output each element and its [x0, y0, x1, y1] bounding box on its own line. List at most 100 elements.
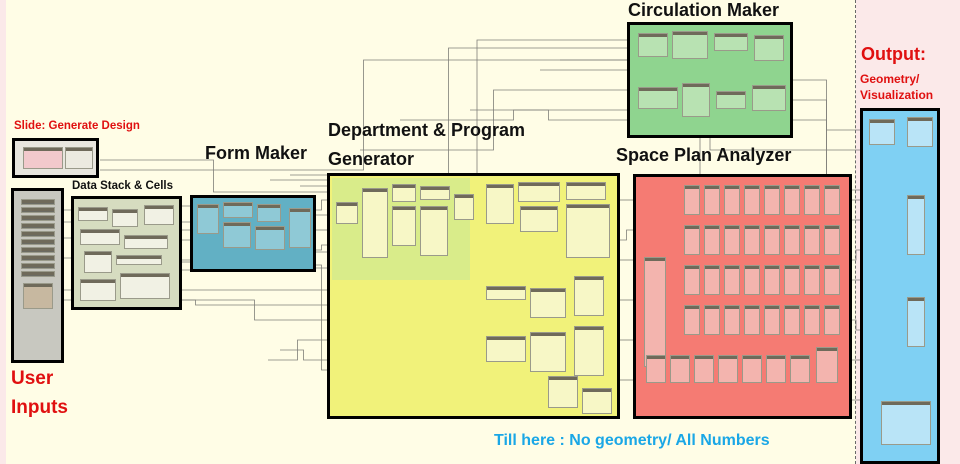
graph-node[interactable]	[638, 33, 668, 57]
graph-node[interactable]	[824, 305, 840, 335]
user-inputs-group[interactable]	[11, 188, 64, 363]
graph-node[interactable]	[784, 265, 800, 295]
data-stack-group[interactable]	[71, 196, 182, 310]
graph-node[interactable]	[520, 206, 558, 232]
graph-node[interactable]	[869, 119, 895, 145]
graph-node[interactable]	[716, 91, 746, 109]
graph-node[interactable]	[816, 347, 838, 383]
graph-node[interactable]	[704, 305, 720, 335]
graph-node[interactable]	[744, 225, 760, 255]
graph-node[interactable]	[724, 185, 740, 215]
graph-node[interactable]	[21, 215, 55, 221]
graph-node[interactable]	[724, 265, 740, 295]
graph-node[interactable]	[392, 206, 416, 246]
graph-node[interactable]	[21, 207, 55, 213]
graph-node[interactable]	[486, 184, 514, 224]
graph-node[interactable]	[714, 33, 748, 51]
graph-node[interactable]	[744, 265, 760, 295]
graph-node[interactable]	[672, 31, 708, 59]
graph-node[interactable]	[80, 229, 120, 245]
graph-node[interactable]	[881, 401, 931, 445]
graph-node[interactable]	[907, 195, 925, 255]
graph-node[interactable]	[530, 288, 566, 318]
graph-node[interactable]	[752, 85, 786, 111]
graph-node[interactable]	[764, 225, 780, 255]
graph-node[interactable]	[804, 185, 820, 215]
graph-node[interactable]	[754, 35, 784, 61]
graph-node[interactable]	[764, 185, 780, 215]
graph-node[interactable]	[764, 265, 780, 295]
output-geometry-group[interactable]	[860, 108, 940, 464]
graph-node[interactable]	[78, 207, 108, 221]
graph-node[interactable]	[223, 222, 251, 248]
graph-node[interactable]	[764, 305, 780, 335]
graph-node[interactable]	[766, 355, 786, 383]
graph-node[interactable]	[21, 263, 55, 269]
graph-node[interactable]	[21, 239, 55, 245]
graph-node[interactable]	[804, 225, 820, 255]
graph-node[interactable]	[255, 226, 285, 250]
graph-node[interactable]	[784, 305, 800, 335]
department-program-generator-group[interactable]	[327, 173, 620, 419]
graph-node[interactable]	[486, 336, 526, 362]
graph-node[interactable]	[824, 185, 840, 215]
graph-node[interactable]	[420, 186, 450, 200]
graph-node[interactable]	[638, 87, 678, 109]
graph-node[interactable]	[65, 147, 93, 169]
graph-node[interactable]	[21, 271, 55, 277]
graph-node[interactable]	[784, 185, 800, 215]
graph-node[interactable]	[486, 286, 526, 300]
graph-node[interactable]	[744, 185, 760, 215]
graph-node[interactable]	[718, 355, 738, 383]
graph-node[interactable]	[23, 283, 53, 309]
graph-node[interactable]	[744, 305, 760, 335]
graph-node[interactable]	[670, 355, 690, 383]
graph-node[interactable]	[684, 225, 700, 255]
graph-node[interactable]	[420, 206, 448, 256]
graph-node[interactable]	[574, 276, 604, 316]
graph-node[interactable]	[80, 279, 116, 301]
graph-node[interactable]	[644, 257, 666, 367]
graph-node[interactable]	[694, 355, 714, 383]
graph-node[interactable]	[548, 376, 578, 408]
graph-node[interactable]	[682, 83, 710, 117]
graph-node[interactable]	[724, 225, 740, 255]
graph-node[interactable]	[518, 182, 560, 202]
graph-node[interactable]	[84, 251, 112, 273]
graph-node[interactable]	[824, 225, 840, 255]
graph-node[interactable]	[116, 255, 162, 265]
graph-node[interactable]	[646, 355, 666, 383]
graph-node[interactable]	[907, 297, 925, 347]
form-maker-group[interactable]	[190, 195, 316, 272]
graph-node[interactable]	[124, 235, 168, 249]
graph-node[interactable]	[21, 199, 55, 205]
graph-node[interactable]	[21, 231, 55, 237]
graph-node[interactable]	[144, 205, 174, 225]
graph-node[interactable]	[784, 225, 800, 255]
graph-node[interactable]	[566, 182, 606, 200]
graph-node[interactable]	[120, 273, 170, 299]
graph-node[interactable]	[790, 355, 810, 383]
graph-node[interactable]	[582, 388, 612, 414]
graph-node[interactable]	[392, 184, 416, 202]
graph-node[interactable]	[289, 208, 311, 248]
graph-node[interactable]	[454, 194, 474, 220]
graph-node[interactable]	[112, 209, 138, 227]
circulation-maker-group[interactable]	[627, 22, 793, 138]
graph-node[interactable]	[223, 202, 253, 218]
graph-node[interactable]	[742, 355, 762, 383]
graph-node[interactable]	[23, 147, 63, 169]
graph-node[interactable]	[530, 332, 566, 372]
graph-node[interactable]	[684, 265, 700, 295]
graph-node[interactable]	[704, 265, 720, 295]
graph-node[interactable]	[804, 305, 820, 335]
graph-node[interactable]	[21, 223, 55, 229]
graph-node[interactable]	[197, 204, 219, 234]
graph-node[interactable]	[704, 225, 720, 255]
graph-node[interactable]	[824, 265, 840, 295]
graph-node[interactable]	[704, 185, 720, 215]
graph-node[interactable]	[21, 247, 55, 253]
graph-node[interactable]	[907, 117, 933, 147]
graph-node[interactable]	[684, 185, 700, 215]
